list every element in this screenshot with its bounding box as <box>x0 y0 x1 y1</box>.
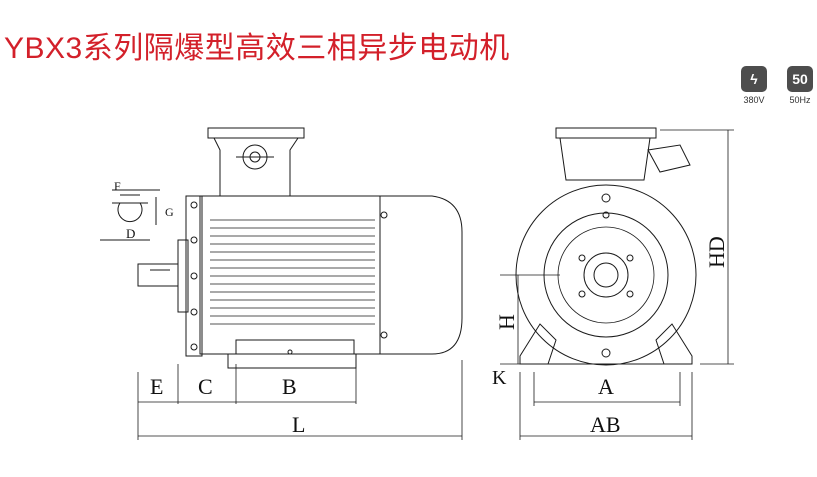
cable-gland <box>647 144 691 173</box>
dim-label-d: D <box>126 226 135 241</box>
dim-label-ab: AB <box>590 412 621 437</box>
fan-cover <box>379 195 463 355</box>
dimension-labels: F G D E C B L H K A AB HD <box>114 179 729 437</box>
dim-label-b: B <box>282 374 297 399</box>
front-view <box>500 127 734 440</box>
frequency-spec: 50 50Hz <box>784 66 816 105</box>
side-view <box>100 127 463 440</box>
shaft <box>137 263 179 287</box>
dim-label-h: H <box>494 314 519 330</box>
left-foot <box>519 323 557 365</box>
terminal-box <box>213 137 299 197</box>
motor-foot <box>227 354 357 369</box>
fan-shroud <box>543 212 669 338</box>
dim-label-hd: HD <box>704 236 729 268</box>
page-title: YBX3系列隔爆型高效三相异步电动机 <box>4 32 510 65</box>
dim-label-g: G <box>165 205 174 219</box>
shaft-key-section <box>100 189 160 241</box>
right-foot <box>655 323 693 365</box>
dim-label-k: K <box>492 367 507 389</box>
side-dimensions <box>137 360 463 440</box>
cooling-fins <box>210 219 375 325</box>
front-terminal-box <box>559 137 651 181</box>
frequency-icon: 50 <box>787 66 813 92</box>
dim-label-e: E <box>150 374 163 399</box>
terminal-box-flange <box>207 127 305 139</box>
bearing-cap <box>583 252 629 298</box>
dim-label-f: F <box>114 179 121 193</box>
front-terminal-flange <box>555 127 657 139</box>
dim-label-a: A <box>598 374 614 399</box>
lightning-icon: ϟ <box>741 66 767 92</box>
front-end-shield <box>185 195 203 357</box>
voltage-label: 380V <box>743 95 765 105</box>
frequency-label: 50Hz <box>789 95 811 105</box>
dim-label-c: C <box>198 374 213 399</box>
front-dimensions <box>500 129 734 440</box>
voltage-spec: ϟ 380V <box>738 66 770 105</box>
dim-label-l: L <box>292 412 305 437</box>
